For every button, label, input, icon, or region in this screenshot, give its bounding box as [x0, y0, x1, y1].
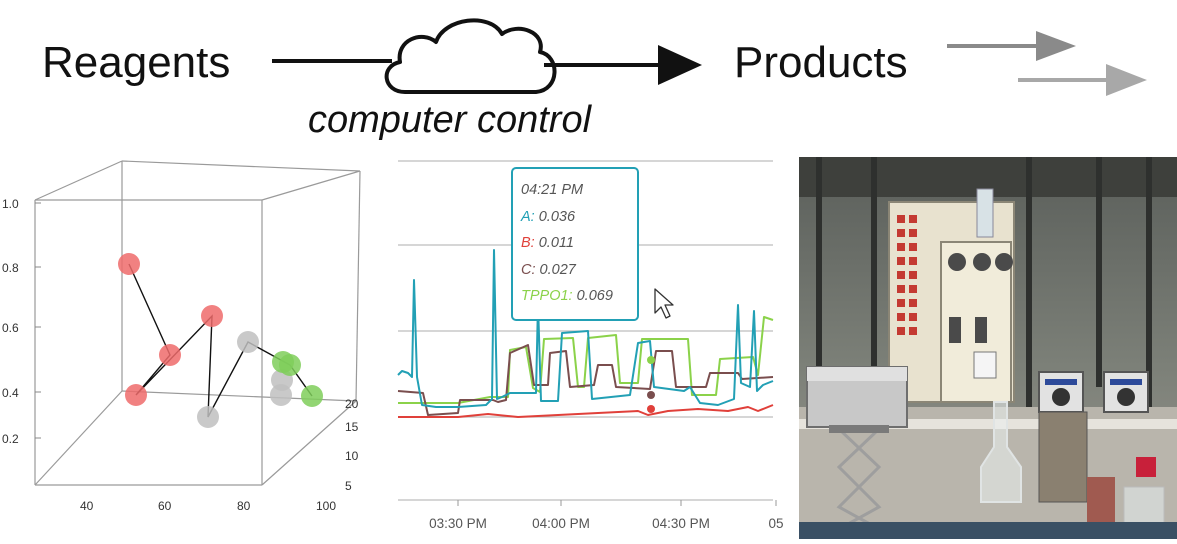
- x-tick-label: 40: [80, 499, 94, 513]
- z-tick-label: 10: [345, 449, 359, 463]
- time-axis-ticks: 03:30 PM 04:00 PM 04:30 PM 05: [429, 500, 784, 531]
- grey-arrow-upper-head: [1036, 31, 1076, 61]
- time-tick-label: 03:30 PM: [429, 516, 487, 531]
- series-line-tppo1: [398, 316, 774, 404]
- time-tick-label: 04:00 PM: [532, 516, 590, 531]
- z-tick-label: 5: [345, 479, 352, 493]
- cloud-icon: [384, 18, 557, 94]
- time-tick-label: 04:30 PM: [652, 516, 710, 531]
- scatter-point: [279, 354, 301, 376]
- scatter-point: [201, 305, 223, 327]
- scatter-point: [270, 384, 292, 406]
- hover-marker-b: [647, 405, 655, 413]
- grey-arrow-lower-head: [1106, 64, 1147, 96]
- products-label: Products: [734, 38, 908, 87]
- computer-control-caption: computer control: [308, 99, 592, 141]
- y-tick-label: 0.2: [2, 432, 19, 446]
- time-tick-label: 05: [768, 516, 783, 531]
- flow-arrowhead: [658, 45, 702, 85]
- chart-tooltip: 04:21 PM A: 0.036 B: 0.011 C: 0.027 TPPO…: [511, 167, 639, 321]
- x-tick-label: 80: [237, 499, 251, 513]
- scatter-point: [301, 385, 323, 407]
- z-tick-label: 15: [345, 420, 359, 434]
- scatter-point: [237, 331, 259, 353]
- scatter-point: [118, 253, 140, 275]
- y-tick-label: 1.0: [2, 197, 19, 211]
- y-tick-label: 0.6: [2, 321, 19, 335]
- hover-markers: [647, 356, 655, 413]
- series-line-b: [398, 404, 774, 418]
- x-tick-label: 100: [316, 499, 336, 513]
- scatter-points: [118, 253, 323, 428]
- flow-diagram: [272, 18, 1147, 96]
- plot-box: [34, 160, 361, 486]
- lab-equipment-photo: [799, 157, 1177, 539]
- y-tick-label: 0.4: [2, 386, 19, 400]
- scatter-3d-plot: 0.2 0.4 0.6 0.8 1.0 40 60 80 100 5 10 15 20: [2, 160, 361, 513]
- mouse-cursor-icon: [654, 288, 674, 319]
- x-tick-label: 60: [158, 499, 172, 513]
- z-tick-label: 20: [345, 397, 359, 411]
- scatter-point: [159, 344, 181, 366]
- y-axis-ticks: 0.2 0.4 0.6 0.8 1.0: [2, 197, 41, 446]
- tooltip-row-tppo1: TPPO1: 0.069: [521, 288, 613, 304]
- scatter-point: [125, 384, 147, 406]
- tooltip-row-b: B: 0.011: [521, 235, 574, 251]
- y-tick-label: 0.8: [2, 261, 19, 275]
- tooltip-row-c: C: 0.027: [521, 261, 576, 278]
- z-axis-ticks: 5 10 15 20: [345, 397, 359, 493]
- x-axis-ticks: 40 60 80 100: [80, 499, 336, 513]
- hover-marker-c: [647, 391, 655, 399]
- tooltip-row-a: A: 0.036: [521, 208, 576, 225]
- scatter-point: [197, 406, 219, 428]
- series-line-a: [397, 249, 774, 408]
- hover-marker-tppo1: [647, 356, 655, 364]
- tooltip-time: 04:21 PM: [521, 182, 584, 198]
- reagents-label: Reagents: [42, 38, 231, 87]
